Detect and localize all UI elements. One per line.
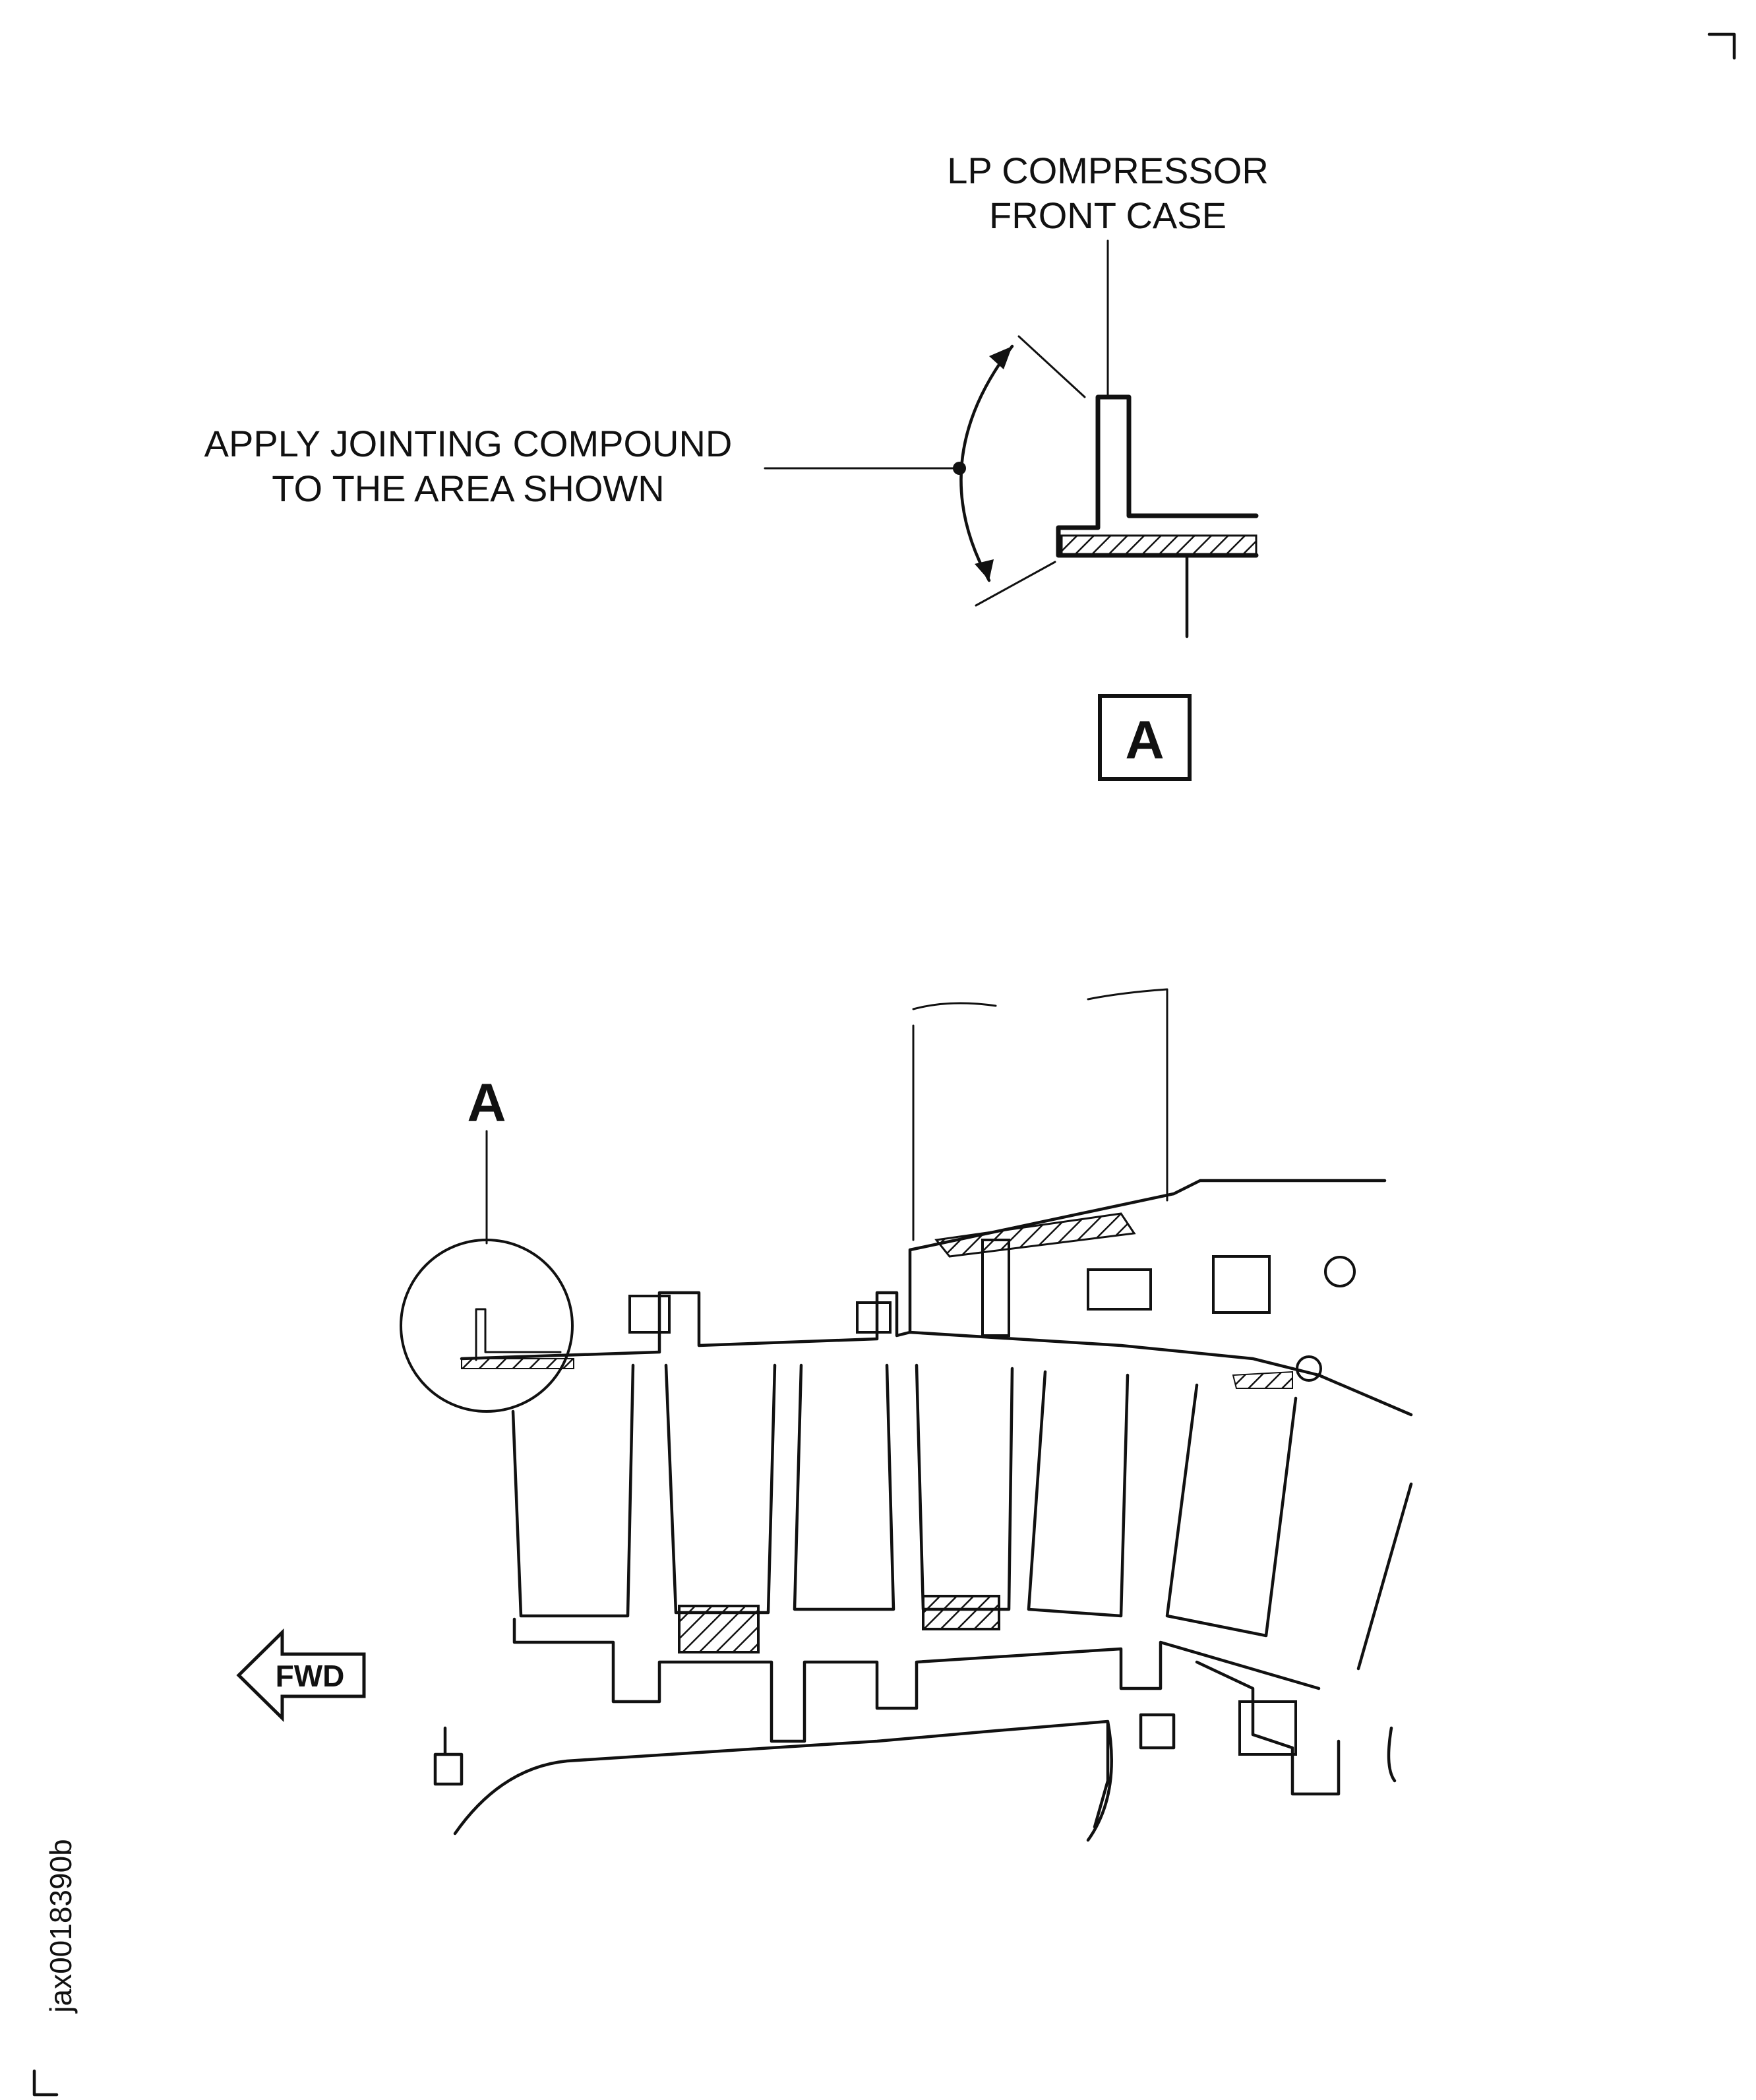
blade-2: [793, 1363, 895, 1611]
instruction-line2: TO THE AREA SHOWN: [272, 468, 664, 509]
bolt-4: [1087, 1268, 1152, 1311]
detail-flange-mini: [475, 1308, 562, 1361]
vane-1: [664, 1363, 777, 1615]
outer-casing: [460, 1179, 1413, 1417]
bolt-1: [628, 1295, 671, 1334]
extent-arc: [959, 344, 1014, 582]
engine-section: A: [236, 988, 1413, 1842]
bolt-2: [856, 1301, 892, 1334]
blade-1: [511, 1363, 635, 1618]
extent-line-top: [1017, 335, 1086, 398]
detail-circle-icon: [400, 1239, 574, 1413]
casing-hatch-right: [1232, 1371, 1293, 1389]
linkage-pivot: [1324, 1256, 1356, 1287]
blade-4: [1356, 1482, 1413, 1671]
casing-hatch-top: [934, 1212, 1136, 1258]
detail-a-view: LP COMPRESSOR FRONT CASE APPLY JOINTING …: [204, 150, 1269, 781]
vane-3: [1165, 1383, 1298, 1638]
leader-dot: [953, 462, 966, 475]
arc-arrow-top: [989, 346, 1012, 369]
jointing-compound-area: [1060, 534, 1257, 555]
rear-flange: [1195, 1660, 1397, 1796]
hub-stub-left: [433, 1726, 464, 1786]
arc-arrow-bottom: [975, 559, 994, 580]
crop-mark-top-right: [1707, 32, 1736, 60]
rotor-root-2: [922, 1595, 1000, 1630]
part-label-line1: LP COMPRESSOR: [947, 150, 1269, 191]
vane-2: [915, 1363, 1014, 1611]
blade-3: [1027, 1370, 1130, 1618]
upper-duct: [912, 988, 1168, 1241]
hub-lower: [453, 1719, 1113, 1842]
part-label-line2: FRONT CASE: [989, 195, 1226, 236]
instruction-line1: APPLY JOINTING COMPOUND: [204, 423, 733, 464]
hub-stub-right: [1139, 1713, 1176, 1750]
extent-line-bottom: [975, 561, 1056, 607]
casing-hatch-mid: [461, 1358, 574, 1369]
direction-arrow-icon: [236, 1628, 366, 1722]
bolt-3: [981, 1239, 1010, 1337]
rotor-root-1: [678, 1605, 760, 1653]
bolt-5: [1212, 1255, 1271, 1314]
inner-drum: [512, 1617, 1321, 1743]
rear-bolt: [1238, 1700, 1297, 1756]
detail-box-label: A: [1125, 710, 1164, 770]
figure-id: jax0018390b: [44, 1839, 78, 2014]
crop-mark-bottom-left: [32, 2069, 59, 2097]
linkage-pivot-2: [1296, 1355, 1322, 1382]
detail-box: [1098, 694, 1192, 781]
detail-view-label: A: [467, 1073, 506, 1133]
direction-label: FWD: [276, 1659, 345, 1693]
flange-section: [1056, 394, 1259, 558]
